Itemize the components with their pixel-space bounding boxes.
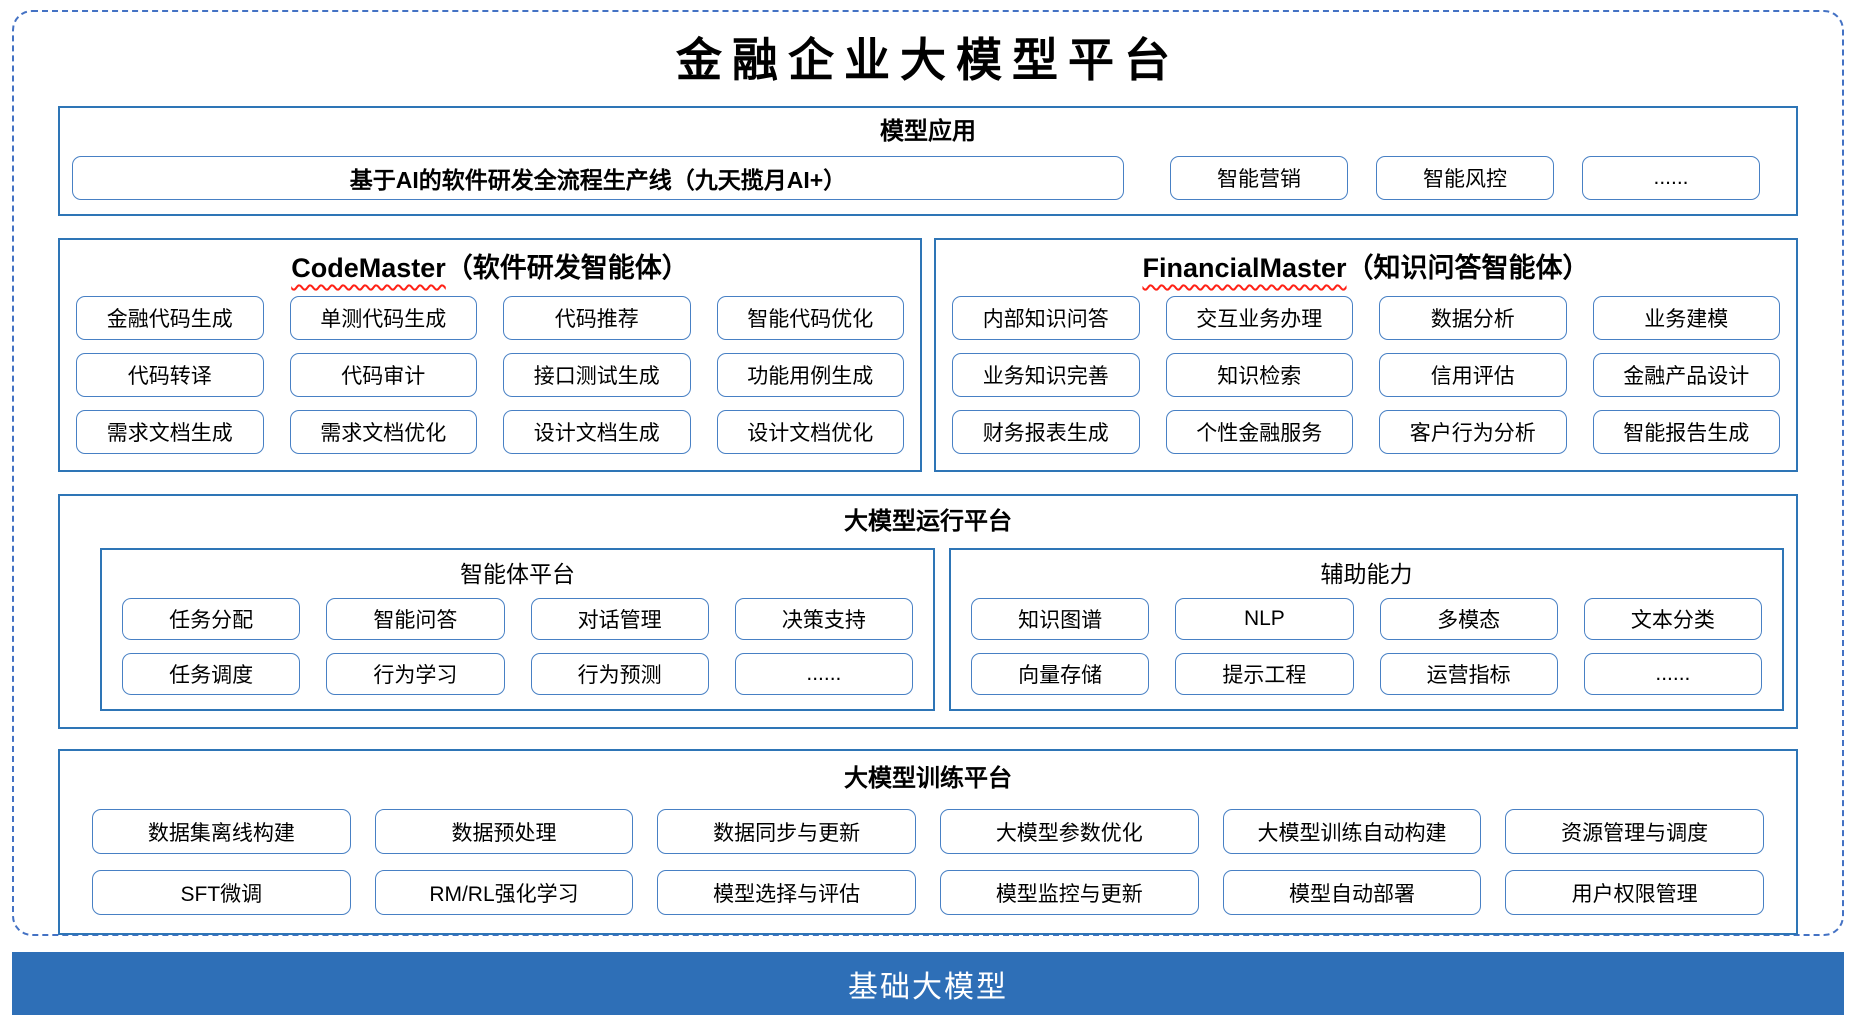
codemaster-title: CodeMaster（软件研发智能体） [76,248,904,288]
agent-platform-item: 智能问答 [326,598,505,640]
foundation-model-label: 基础大模型 [848,970,1008,1004]
aux-capability-item: 向量存储 [971,653,1150,695]
agent-platform-box: 智能体平台 任务分配 智能问答 对话管理 决策支持 任务调度 行为学习 行为预测… [100,548,935,711]
aux-capability-item-more: ...... [1583,653,1762,695]
agent-platform-item: 行为学习 [326,653,505,695]
aux-capability-item: NLP [1175,598,1354,640]
section-training-platform: 大模型训练平台 数据集离线构建 数据预处理 数据同步与更新 大模型参数优化 大模… [58,749,1798,935]
financialmaster-item: 金融产品设计 [1592,353,1780,397]
model-apps-row: 基于AI的软件研发全流程生产线（九天揽月AI+） 智能营销 智能风控 .....… [72,156,1784,200]
agent-platform-item-more: ...... [734,653,913,695]
codemaster-item: 单测代码生成 [289,296,477,340]
codemaster-item: 接口测试生成 [503,353,691,397]
codemaster-item: 智能代码优化 [716,296,904,340]
app-item: 智能营销 [1170,156,1348,200]
foundation-model-bar: 基础大模型 [12,952,1844,1015]
financialmaster-item: 知识检索 [1165,353,1353,397]
agent-platform-item: 对话管理 [530,598,709,640]
aux-capabilities-grid: 知识图谱 NLP 多模态 文本分类 向量存储 提示工程 运营指标 ...... [971,598,1762,695]
section-model-apps: 模型应用 基于AI的软件研发全流程生产线（九天揽月AI+） 智能营销 智能风控 … [58,106,1798,216]
financialmaster-item: 财务报表生成 [952,410,1140,454]
agent-platform-item: 任务分配 [122,598,301,640]
aux-capability-item: 运营指标 [1379,653,1558,695]
financialmaster-item: 客户行为分析 [1379,410,1567,454]
training-item: 模型选择与评估 [657,870,916,915]
financialmaster-item: 交互业务办理 [1165,296,1353,340]
financialmaster-item: 数据分析 [1379,296,1567,340]
training-item: 数据集离线构建 [92,809,351,854]
financialmaster-title-zh: （知识问答智能体） [1346,253,1590,283]
app-item-pipeline: 基于AI的软件研发全流程生产线（九天揽月AI+） [72,156,1124,200]
app-item-more: ...... [1582,156,1760,200]
codemaster-item: 金融代码生成 [76,296,264,340]
platform-outer-frame: 金融企业大模型平台 模型应用 基于AI的软件研发全流程生产线（九天揽月AI+） … [12,10,1844,936]
training-grid: 数据集离线构建 数据预处理 数据同步与更新 大模型参数优化 大模型训练自动构建 … [92,809,1764,915]
agent-platform-header: 智能体平台 [460,561,575,587]
codemaster-title-en: CodeMaster [291,253,446,283]
training-item: 大模型训练自动构建 [1222,809,1482,854]
codemaster-item: 功能用例生成 [716,353,904,397]
financialmaster-title-en: FinancialMaster [1142,253,1347,283]
app-item: 智能风控 [1376,156,1554,200]
agent-platform-item: 决策支持 [734,598,913,640]
training-item: 模型自动部署 [1222,870,1482,915]
runtime-row: 智能体平台 任务分配 智能问答 对话管理 决策支持 任务调度 行为学习 行为预测… [72,548,1784,711]
financialmaster-item: 信用评估 [1379,353,1567,397]
aux-capabilities-box: 辅助能力 知识图谱 NLP 多模态 文本分类 向量存储 提示工程 运营指标 ..… [949,548,1784,711]
diagram-content: 模型应用 基于AI的软件研发全流程生产线（九天揽月AI+） 智能营销 智能风控 … [14,106,1842,935]
page-title: 金融企业大模型平台 [676,33,1180,87]
financialmaster-item: 业务建模 [1592,296,1780,340]
codemaster-title-zh: （软件研发智能体） [445,253,689,283]
financialmaster-title: FinancialMaster（知识问答智能体） [952,248,1780,288]
financialmaster-item: 智能报告生成 [1592,410,1780,454]
agent-platform-grid: 任务分配 智能问答 对话管理 决策支持 任务调度 行为学习 行为预测 .....… [122,598,913,695]
codemaster-item: 需求文档生成 [76,410,264,454]
codemaster-item: 代码推荐 [503,296,691,340]
codemaster-grid: 金融代码生成 单测代码生成 代码推荐 智能代码优化 代码转译 代码审计 接口测试… [76,296,904,454]
training-item: 数据预处理 [374,809,634,854]
training-item: SFT微调 [92,870,351,915]
aux-capability-item: 知识图谱 [971,598,1150,640]
financialmaster-item: 内部知识问答 [952,296,1140,340]
codemaster-item: 需求文档优化 [289,410,477,454]
codemaster-item: 设计文档优化 [716,410,904,454]
runtime-header: 大模型运行平台 [844,508,1012,535]
training-item: 数据同步与更新 [657,809,916,854]
codemaster-item: 代码转译 [76,353,264,397]
codemaster-panel: CodeMaster（软件研发智能体） 金融代码生成 单测代码生成 代码推荐 智… [58,238,922,472]
aux-capability-item: 多模态 [1379,598,1558,640]
section-model-apps-header: 模型应用 [880,118,976,145]
training-item: 大模型参数优化 [939,809,1199,854]
agent-platform-item: 行为预测 [530,653,709,695]
training-header: 大模型训练平台 [844,765,1012,792]
section-runtime-platform: 大模型运行平台 智能体平台 任务分配 智能问答 对话管理 决策支持 任务调度 行… [58,494,1798,729]
financialmaster-item: 业务知识完善 [952,353,1140,397]
financialmaster-grid: 内部知识问答 交互业务办理 数据分析 业务建模 业务知识完善 知识检索 信用评估… [952,296,1780,454]
aux-capability-item: 提示工程 [1175,653,1354,695]
training-item: 用户权限管理 [1505,870,1764,915]
financialmaster-panel: FinancialMaster（知识问答智能体） 内部知识问答 交互业务办理 数… [934,238,1798,472]
aux-capabilities-header: 辅助能力 [1320,561,1413,587]
codemaster-item: 代码审计 [289,353,477,397]
agent-platform-item: 任务调度 [122,653,301,695]
aux-capability-item: 文本分类 [1583,598,1762,640]
section-agents: CodeMaster（软件研发智能体） 金融代码生成 单测代码生成 代码推荐 智… [58,238,1798,472]
training-item: 模型监控与更新 [939,870,1199,915]
training-item: RM/RL强化学习 [374,870,634,915]
training-item: 资源管理与调度 [1505,809,1764,854]
financialmaster-item: 个性金融服务 [1165,410,1353,454]
codemaster-item: 设计文档生成 [503,410,691,454]
